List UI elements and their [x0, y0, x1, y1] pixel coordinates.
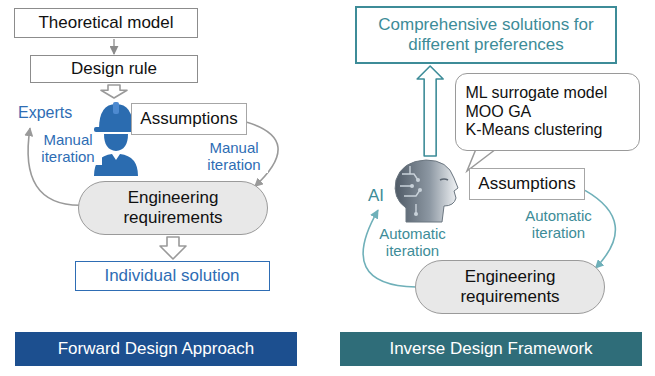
- connector: [113, 39, 114, 54]
- figure-label: AI: [368, 186, 384, 206]
- block-arrow: [160, 237, 186, 259]
- box-label: Design rule: [71, 59, 157, 79]
- ai-head-icon: [388, 158, 470, 224]
- box-label: Assumptions: [478, 174, 575, 194]
- box-label: Theoretical model: [38, 13, 173, 33]
- edge-label: Automatic iteration: [522, 208, 595, 241]
- box-label: Individual solution: [104, 266, 239, 286]
- icon-holder: [388, 158, 470, 228]
- requirement-pill: Engineering requirements: [415, 260, 605, 314]
- box-label: Forward Design Approach: [58, 339, 255, 359]
- box-label: Engineering requirements: [435, 267, 585, 306]
- box-label: ML surrogate model: [466, 84, 608, 102]
- figure-label: Experts: [18, 104, 72, 122]
- block-arrow: [417, 66, 443, 156]
- process-box: Theoretical model: [14, 8, 198, 38]
- process-box: Design rule: [30, 55, 198, 83]
- assumption-box: Assumptions: [131, 103, 247, 135]
- title-band: Inverse Design Framework: [340, 332, 642, 366]
- box-label: K-Means clustering: [466, 121, 603, 139]
- box-label: Engineering requirements: [98, 188, 248, 227]
- box-label: Inverse Design Framework: [389, 339, 592, 359]
- title-band: Forward Design Approach: [15, 332, 297, 366]
- edge-label: Automatic iteration: [376, 226, 449, 259]
- assumption-box: Assumptions: [469, 168, 585, 200]
- box-label: MOO GA: [466, 103, 532, 121]
- edge-label: Manual iteration: [34, 132, 102, 165]
- box-label: Comprehensive solutions for different pr…: [369, 15, 604, 54]
- edge-label: Manual iteration: [200, 140, 268, 173]
- requirement-pill: Engineering requirements: [78, 181, 268, 235]
- block-arrow: [101, 85, 127, 98]
- callout-bubble: ML surrogate modelMOO GAK-Means clusteri…: [455, 73, 640, 151]
- box-label: Assumptions: [140, 109, 237, 129]
- solution-box: Individual solution: [75, 261, 270, 291]
- ai-figure: AI: [360, 158, 475, 224]
- solution-box: Comprehensive solutions for different pr…: [355, 6, 617, 64]
